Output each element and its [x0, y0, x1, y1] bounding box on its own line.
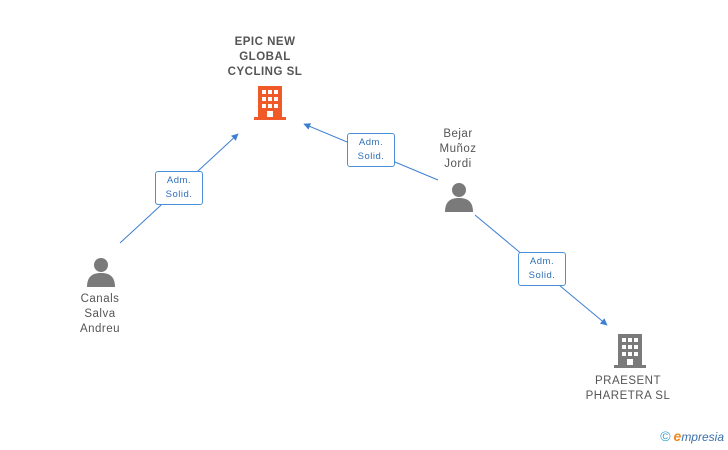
brand-e: e — [673, 428, 682, 444]
empresia-logo: © empresia — [660, 428, 724, 444]
person-icon[interactable] — [444, 182, 474, 212]
person-label-canals[interactable]: Canals Salva Andreu — [79, 293, 121, 335]
person-label-bejar[interactable]: Bejar Muñoz Jordi — [439, 128, 477, 170]
copyright-symbol: © — [660, 428, 671, 444]
edge-label-bejar-praesent: Adm. Solid. — [518, 252, 566, 286]
brand-rest: mpresia — [681, 430, 724, 444]
edge-label-canals-epic: Adm. Solid. — [155, 171, 203, 205]
company-label-epic[interactable]: EPIC NEW GLOBAL CYCLING SL — [227, 36, 303, 78]
building-icon[interactable] — [614, 334, 646, 368]
building-icon[interactable] — [254, 86, 286, 120]
company-label-praesent[interactable]: PRAESENT PHARETRA SL — [585, 375, 671, 402]
person-icon[interactable] — [86, 257, 116, 287]
edge-label-bejar-epic: Adm. Solid. — [347, 133, 395, 167]
